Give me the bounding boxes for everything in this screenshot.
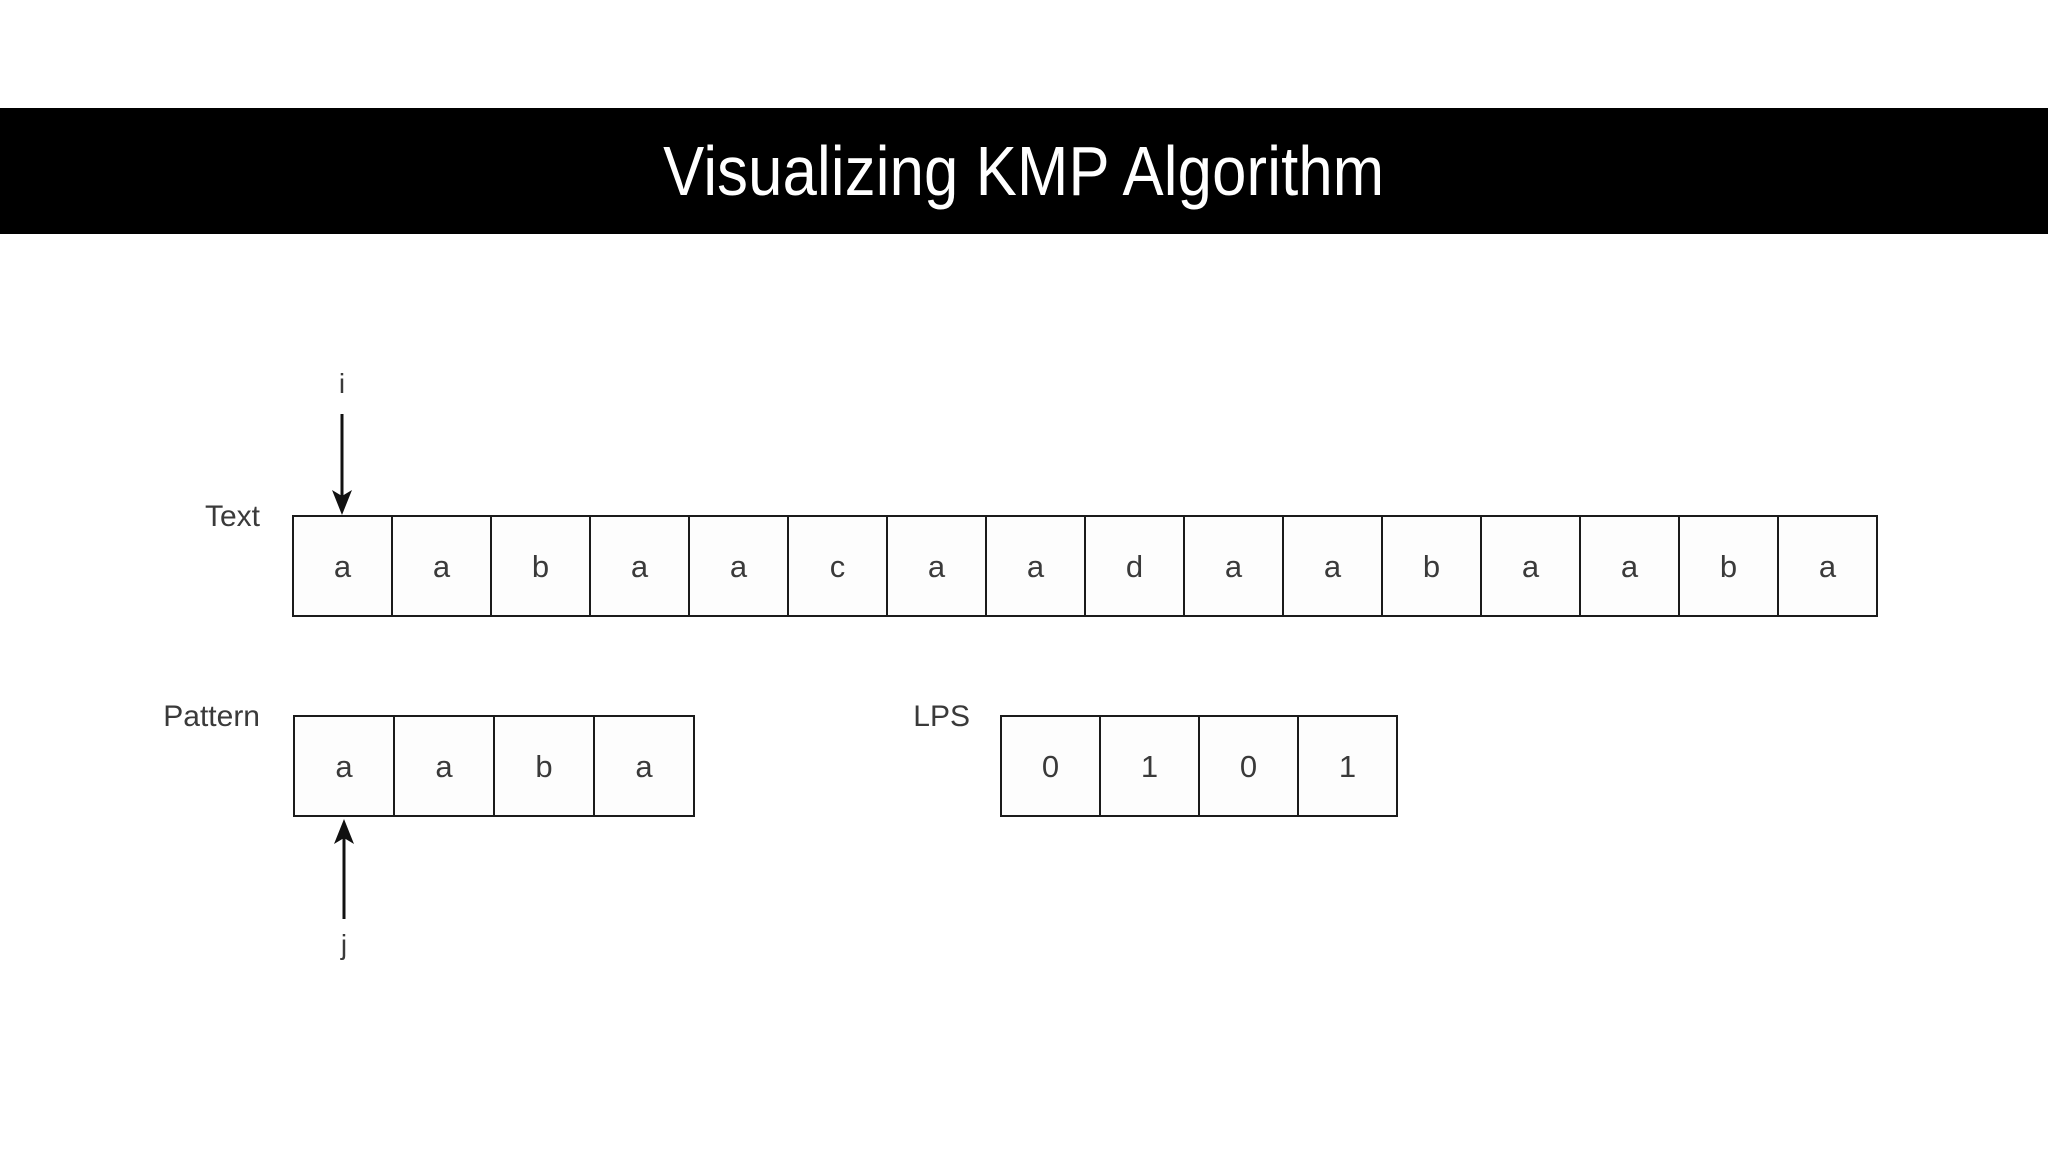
pointer-j: j [324, 819, 364, 969]
text-cell: a [391, 515, 492, 617]
lps-cell: 1 [1297, 715, 1398, 817]
text-cell: a [1777, 515, 1878, 617]
text-cell: b [1381, 515, 1482, 617]
lps-row-cells: 0 1 0 1 [1000, 715, 1398, 817]
pointer-j-arrow-icon [334, 819, 354, 919]
text-cell: a [688, 515, 789, 617]
text-cell: a [589, 515, 690, 617]
text-row-label: Text [204, 500, 260, 533]
text-cell: a [886, 515, 987, 617]
pattern-row-cells: a a b a [293, 715, 695, 817]
pointer-i: i [322, 370, 362, 516]
lps-cell: 1 [1099, 715, 1200, 817]
pattern-cell: a [593, 715, 695, 817]
lps-cell: 0 [1000, 715, 1101, 817]
pointer-j-label: j [340, 929, 348, 960]
pattern-cell: a [293, 715, 395, 817]
text-cell: a [1282, 515, 1383, 617]
text-cell: b [1678, 515, 1779, 617]
text-cell: a [1480, 515, 1581, 617]
lps-cell: 0 [1198, 715, 1299, 817]
text-row-cells: a a b a a c a a d a a b a a b a [292, 515, 1878, 617]
page-title: Visualizing KMP Algorithm [663, 132, 1385, 210]
pointer-i-arrow-icon [332, 414, 352, 515]
pattern-cell: b [493, 715, 595, 817]
text-cell: b [490, 515, 591, 617]
text-cell: a [985, 515, 1086, 617]
text-cell: a [1183, 515, 1284, 617]
text-cell: d [1084, 515, 1185, 617]
kmp-visualization-diagram: i Text a a b a a c a a d a a b a a b a P… [0, 234, 2048, 1152]
pointer-i-label: i [338, 368, 346, 399]
lps-row-label: LPS [913, 700, 970, 733]
pattern-row-label: Pattern [163, 700, 260, 733]
text-cell: c [787, 515, 888, 617]
text-cell: a [292, 515, 393, 617]
pattern-cell: a [393, 715, 495, 817]
title-banner: Visualizing KMP Algorithm [0, 108, 2048, 234]
text-cell: a [1579, 515, 1680, 617]
